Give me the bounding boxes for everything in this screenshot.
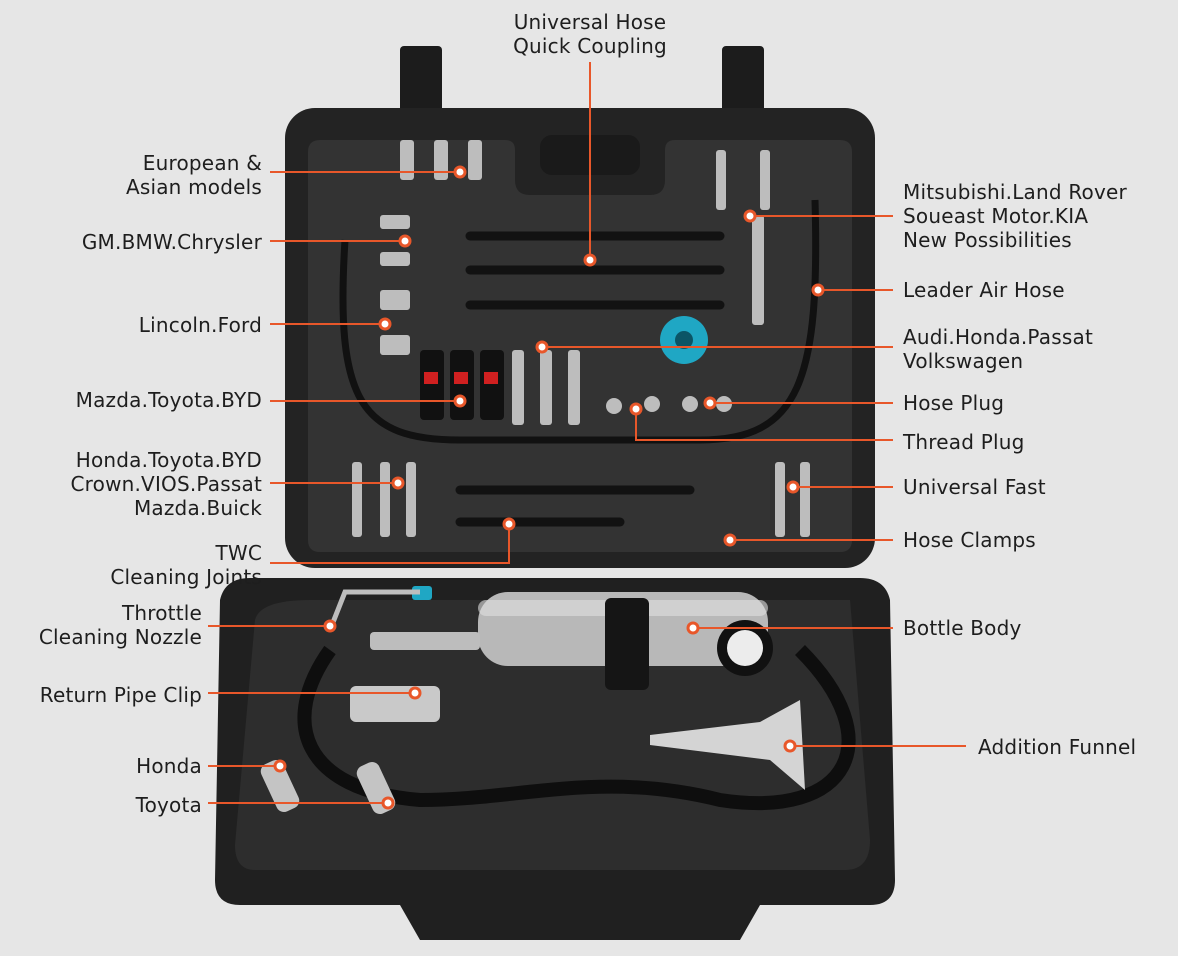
label-european: European & Asian models [126,151,262,199]
label-line: Asian models [125,175,262,199]
label-mazda: Mazda.Toyota.BYD [75,388,262,412]
funnel-shape [650,700,805,790]
label-hose-plug: Hose Plug [903,391,1005,415]
label-line: Cleaning Nozzle [38,625,202,649]
case-latch-right [722,46,764,116]
hoses [455,231,725,527]
label-bottle-body: Bottle Body [903,616,1022,640]
label-line: Universal Hose [513,10,667,34]
label-line: European & [142,151,262,175]
label-line: Throttle [121,601,202,625]
label-toyota: Toyota [135,793,202,817]
label-audi: Audi.Honda.Passat Volkswagen [903,325,1093,373]
label-line: TWC [215,541,262,565]
label-line: Mazda.Buick [133,496,262,520]
label-universal-hose: Universal Hose Quick Coupling [480,10,700,58]
label-line: Crown.VIOS.Passat [70,472,262,496]
label-gm: GM.BMW.Chrysler [81,230,262,254]
label-lincoln: Lincoln.Ford [138,313,262,337]
label-twc: TWC Cleaning Joints [110,541,262,589]
label-hose-clamps: Hose Clamps [903,528,1036,552]
label-line: Quick Coupling [513,34,667,58]
label-line: Audi.Honda.Passat [903,325,1093,349]
label-throttle: Throttle Cleaning Nozzle [39,601,202,649]
label-universal-fast: Universal Fast [903,475,1046,499]
callout-dots [273,165,825,810]
label-thread-plug: Thread Plug [903,430,1025,454]
label-mitsubishi: Mitsubishi.Land Rover Soueast Motor.KIA … [903,180,1127,252]
label-line: Mitsubishi.Land Rover [903,180,1127,204]
regulator [605,598,649,690]
label-line: Cleaning Joints [110,565,262,589]
label-line: Volkswagen [903,349,1024,373]
label-line: Soueast Motor.KIA [903,204,1089,228]
return-pipe-clip-shape [350,686,440,722]
label-honda: Honda [136,754,202,778]
case-latch-left [400,46,442,116]
fittings [352,140,810,537]
leader-lines [208,62,966,804]
quick-connectors [420,350,504,420]
label-honda-group: Honda.Toyota.BYD Crown.VIOS.Passat Mazda… [70,448,262,520]
base-hose [297,645,856,811]
label-line: New Possibilities [903,228,1072,252]
label-return-pipe: Return Pipe Clip [39,683,202,707]
label-addition-funnel: Addition Funnel [978,735,1137,759]
label-line: Honda.Toyota.BYD [75,448,262,472]
label-leader-air-hose: Leader Air Hose [903,278,1065,302]
